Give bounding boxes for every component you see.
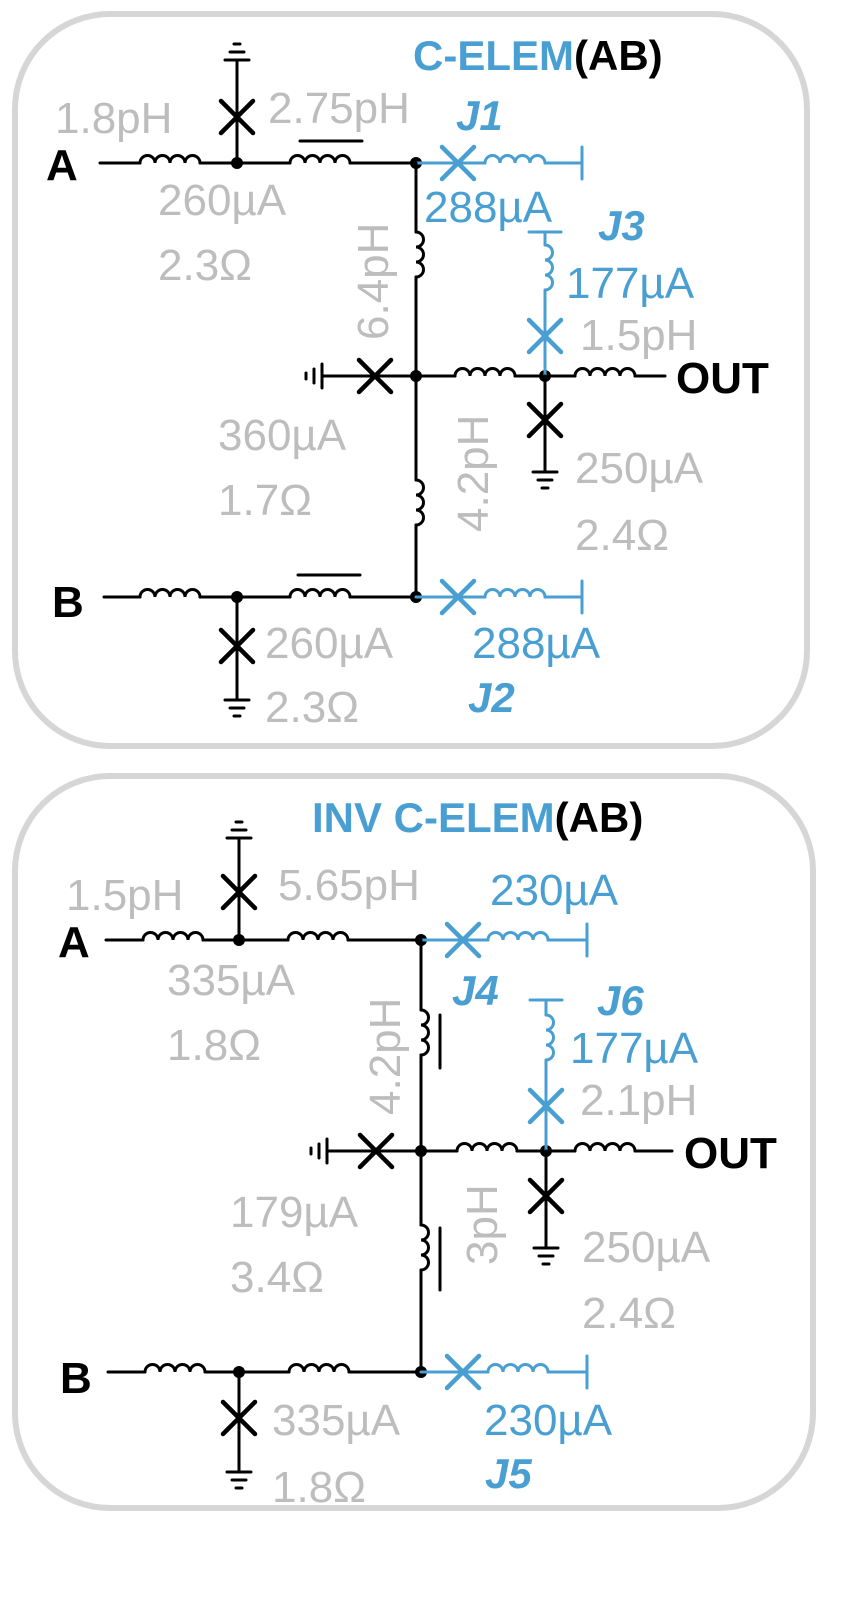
bottom-panel: INV C-ELEM(AB) A 1.5pH 5.65pH 335µA 1.8Ω (12, 773, 816, 1512)
bottom-j4-branch (419, 921, 589, 959)
top-l-a-in: 1.8pH (55, 94, 172, 143)
top-spine (410, 161, 425, 599)
bottom-l-vertical-top: 4.2pH (361, 998, 410, 1115)
bottom-a-bias: 335µA (167, 956, 296, 1005)
bottom-mid-res: 3.4Ω (230, 1253, 324, 1302)
top-j1-current: 288µA (424, 183, 553, 232)
bottom-j5-branch (419, 1353, 589, 1391)
bottom-j4-current: 230µA (490, 866, 619, 915)
bottom-output-label: OUT (684, 1129, 777, 1178)
top-a-bias: 260µA (158, 176, 287, 225)
top-output-label: OUT (676, 354, 769, 403)
top-title: C-ELEM(AB) (413, 32, 663, 79)
top-j2-current: 288µA (472, 619, 601, 668)
bottom-l-a-in: 1.5pH (66, 871, 183, 920)
bottom-a-res: 1.8Ω (167, 1021, 261, 1070)
top-l-vertical-bottom: 4.2pH (449, 415, 498, 532)
bottom-out-bias: 250µA (582, 1223, 711, 1272)
bottom-b-line (106, 1363, 427, 1378)
top-out-junction-to-ground (526, 374, 564, 490)
top-input-b-label: B (52, 578, 84, 627)
bottom-j5-label: J5 (485, 1450, 532, 1497)
bottom-input-b-label: B (60, 1354, 92, 1403)
top-l-a-series: 2.75pH (268, 84, 410, 133)
bottom-b-junction-to-ground (220, 1370, 258, 1490)
top-mid-res: 1.7Ω (218, 476, 312, 525)
bottom-out-res: 2.4Ω (582, 1289, 676, 1338)
bottom-b-res: 1.8Ω (272, 1463, 366, 1512)
top-b-junction-to-ground (218, 595, 256, 718)
top-j2-label: J2 (468, 674, 515, 721)
bottom-input-a-label: A (58, 918, 90, 967)
top-panel-frame (12, 11, 810, 749)
bottom-a-line (104, 931, 427, 946)
bottom-j6-current: 177µA (570, 1024, 699, 1073)
bottom-out-junction-to-ground (527, 1149, 565, 1266)
top-out-bias: 250µA (575, 444, 704, 493)
top-b-bias: 260µA (265, 619, 394, 668)
bottom-panel-frame (12, 773, 816, 1511)
top-j2-branch (414, 578, 584, 616)
bottom-l-a-series: 5.65pH (278, 861, 420, 910)
top-a-line (98, 139, 422, 169)
bottom-spine (415, 938, 442, 1374)
top-b-line (102, 573, 422, 603)
bottom-title: INV C-ELEM(AB) (312, 794, 643, 841)
bottom-b-bias: 335µA (272, 1396, 401, 1445)
bottom-mid-bias: 179µA (230, 1188, 359, 1237)
bottom-l-out: 2.1pH (580, 1076, 697, 1125)
top-b-res: 2.3Ω (265, 683, 359, 732)
top-j1-label: J1 (456, 92, 503, 139)
top-l-vertical-top: 6.4pH (349, 223, 398, 340)
top-mid-junction-to-ground (304, 357, 418, 395)
top-a-res: 2.3Ω (158, 241, 252, 290)
top-panel: C-ELEM(AB) A 1.8pH 2.75pH 260µA 2.3Ω (12, 11, 810, 749)
bottom-j4-label: J4 (452, 967, 499, 1014)
bottom-mid-junction-to-ground (309, 1132, 423, 1170)
bottom-j5-current: 230µA (484, 1396, 613, 1445)
top-mid-bias: 360µA (218, 411, 347, 460)
bottom-j6-branch (527, 998, 565, 1153)
top-output-line (414, 367, 667, 382)
top-j3-label: J3 (598, 202, 645, 249)
bottom-j6-label: J6 (597, 977, 644, 1024)
top-j3-branch (526, 230, 564, 378)
top-j1-branch (414, 144, 584, 182)
bottom-l-vertical-bottom: 3pH (458, 1184, 507, 1265)
top-input-a-label: A (46, 141, 78, 190)
top-a-junction-to-ground (218, 42, 256, 165)
top-out-res: 2.4Ω (575, 511, 669, 560)
top-j3-current: 177µA (566, 259, 695, 308)
bottom-a-junction-to-ground (220, 820, 258, 942)
top-l-out: 1.5pH (580, 311, 697, 360)
